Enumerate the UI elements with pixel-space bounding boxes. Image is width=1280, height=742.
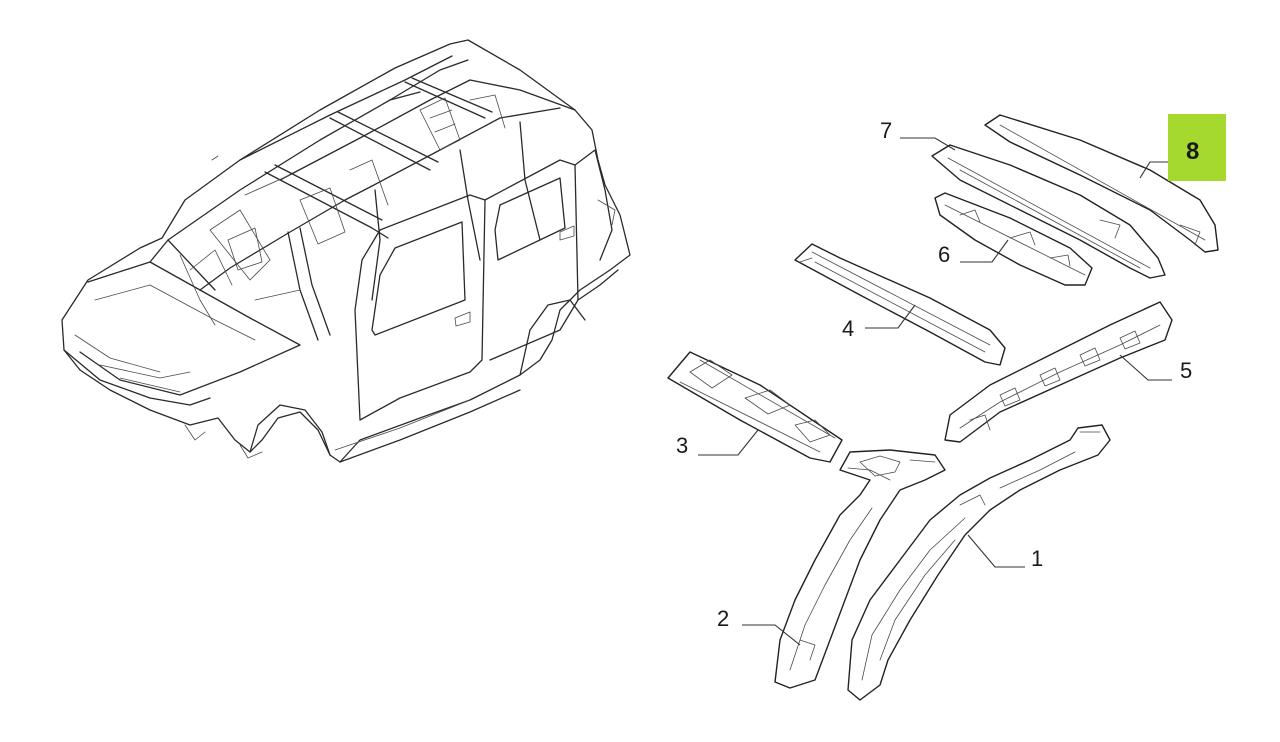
part-2-shape <box>774 449 946 689</box>
callout-8-highlight-box <box>1168 114 1226 181</box>
callout-7[interactable]: 7 <box>880 118 892 143</box>
part-8-shape <box>984 114 1219 253</box>
car-body-frame-icon <box>61 39 631 463</box>
part-3-shape <box>667 351 843 463</box>
callout-2[interactable]: 2 <box>717 606 729 631</box>
leader-line-5 <box>1119 354 1172 381</box>
leader-line-2 <box>742 624 801 646</box>
callout-3[interactable]: 3 <box>676 433 688 458</box>
leader-line-3 <box>698 429 759 456</box>
leader-line-4 <box>865 304 916 329</box>
part-1-shape <box>847 424 1111 701</box>
callout-8[interactable]: 8 <box>1186 138 1199 165</box>
part-4-shape <box>794 243 1006 366</box>
callout-5[interactable]: 5 <box>1180 358 1192 383</box>
leader-line-8 <box>1139 161 1168 179</box>
callout-6[interactable]: 6 <box>938 242 950 267</box>
callout-4[interactable]: 4 <box>842 316 854 341</box>
part-7-shape <box>931 144 1166 279</box>
leader-line-6 <box>960 239 1009 263</box>
callout-1[interactable]: 1 <box>1031 546 1043 571</box>
part-6-shape <box>934 192 1093 286</box>
leader-line-1 <box>967 534 1025 568</box>
part-5-shape <box>944 301 1173 443</box>
leader-line-7 <box>900 137 956 151</box>
